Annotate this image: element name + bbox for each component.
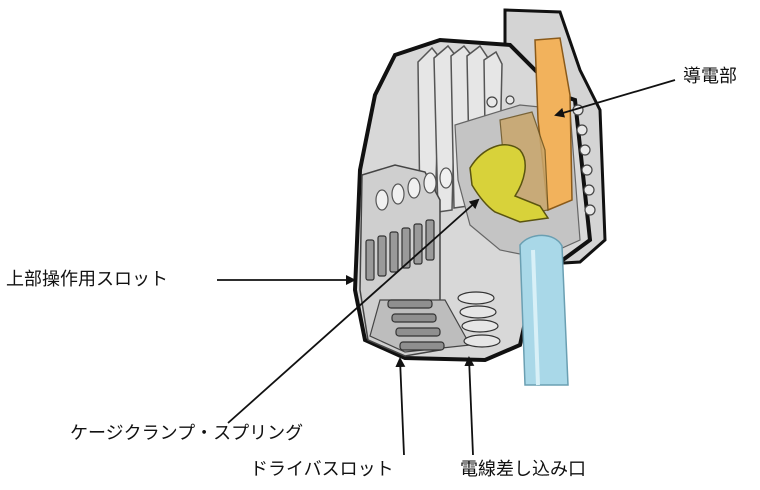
top-operation-slots	[365, 219, 435, 281]
terminal-block	[352, 8, 607, 386]
driver-slot-label: ドライバスロット	[250, 459, 394, 480]
wire	[519, 234, 569, 386]
bottom-openings	[369, 291, 501, 353]
top-operation-slot-label: 上部操作用スロット	[6, 269, 168, 290]
wire-insertion-port-label: 電線差し込み口	[460, 459, 586, 480]
leader-conductor	[554, 79, 676, 118]
leader-spring	[227, 198, 480, 424]
cage-clamp-spring	[469, 144, 550, 223]
conductor-label: 導電部	[683, 66, 737, 87]
leader-lines	[217, 79, 676, 456]
cage-clamp-spring-label: ケージクランプ・スプリング	[70, 423, 304, 444]
leader-wire	[464, 356, 475, 456]
wire-highlight	[531, 249, 540, 386]
leader-driver	[395, 357, 406, 456]
side-pins	[486, 95, 596, 216]
fin-holes	[375, 167, 453, 211]
